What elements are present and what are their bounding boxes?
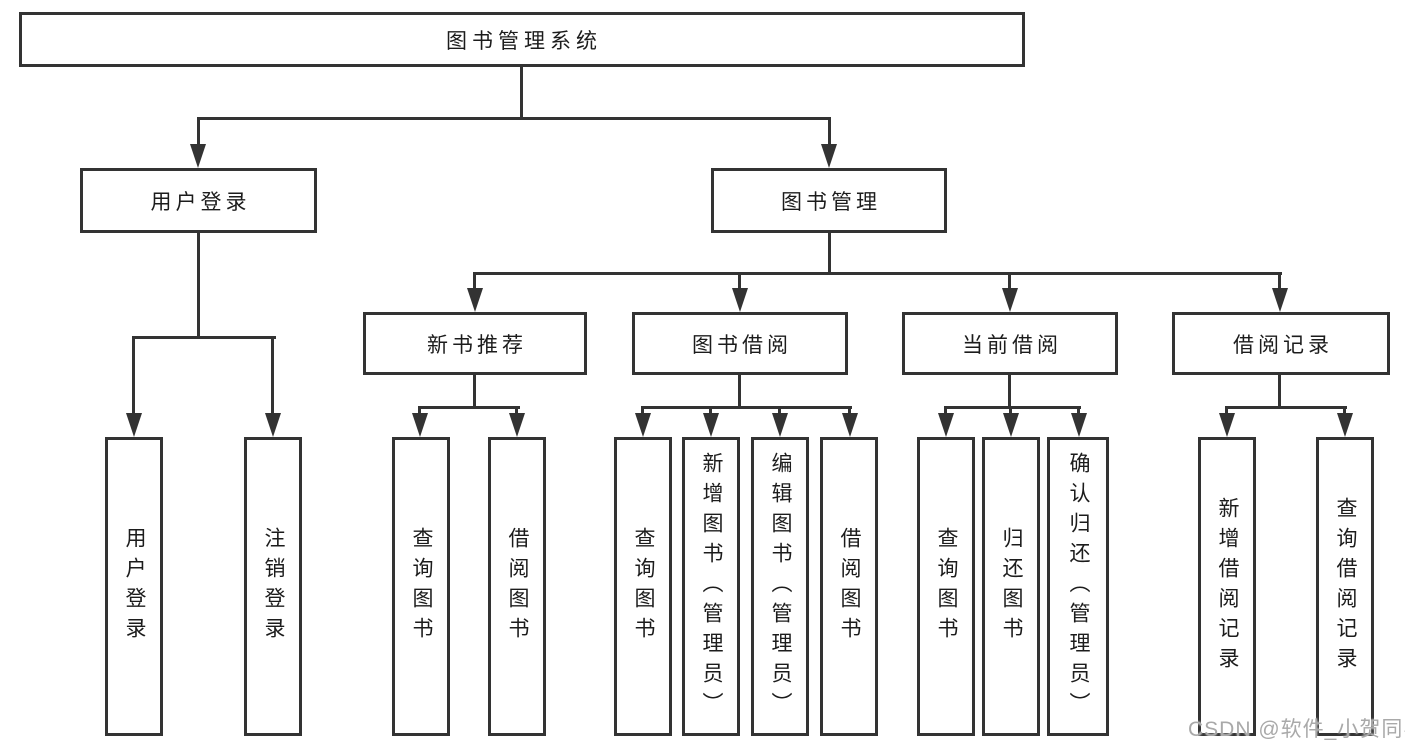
arrow-down-icon xyxy=(265,413,281,437)
connector-line xyxy=(1008,375,1011,409)
arrow-down-icon xyxy=(842,413,858,437)
connector-line xyxy=(473,272,476,291)
connector-line xyxy=(641,406,644,416)
arrow-down-icon xyxy=(703,413,719,437)
arrow-down-icon xyxy=(509,413,525,437)
node-new-book-recommend: 新书推荐 xyxy=(363,312,587,375)
arrow-down-icon xyxy=(1003,413,1019,437)
leaf-query-books-borrow: 查询图书 xyxy=(614,437,672,736)
arrow-down-icon xyxy=(821,144,837,168)
connector-line xyxy=(944,406,947,416)
leaf-user-login: 用户登录 xyxy=(105,437,163,736)
arrow-down-icon xyxy=(412,413,428,437)
connector-line xyxy=(738,272,741,291)
connector-line xyxy=(641,406,852,409)
arrow-down-icon xyxy=(467,288,483,312)
connector-line xyxy=(197,117,831,120)
leaf-edit-book-admin: 编辑图书（管理员） xyxy=(751,437,809,736)
connector-line xyxy=(1225,406,1347,409)
leaf-borrow-books: 借阅图书 xyxy=(820,437,878,736)
arrow-down-icon xyxy=(732,288,748,312)
connector-line xyxy=(1343,406,1346,416)
node-root: 图书管理系统 xyxy=(19,12,1025,67)
leaf-add-borrow-record: 新增借阅记录 xyxy=(1198,437,1256,736)
connector-line xyxy=(738,375,741,409)
connector-line xyxy=(778,406,781,416)
arrow-down-icon xyxy=(1272,288,1288,312)
connector-line xyxy=(418,406,421,416)
node-book-borrow: 图书借阅 xyxy=(632,312,848,375)
watermark: CSDN @软件_小贺同学 xyxy=(1188,718,1405,741)
connector-line xyxy=(197,117,200,147)
connector-line xyxy=(132,336,135,416)
connector-line xyxy=(944,406,1081,409)
leaf-query-borrow-record: 查询借阅记录 xyxy=(1316,437,1374,736)
leaf-confirm-return-admin: 确认归还（管理员） xyxy=(1047,437,1109,736)
connector-line xyxy=(520,67,523,119)
connector-line xyxy=(1278,375,1281,409)
arrow-down-icon xyxy=(772,413,788,437)
connector-line xyxy=(419,406,520,409)
connector-line xyxy=(515,406,518,416)
leaf-borrow-books-recommend: 借阅图书 xyxy=(488,437,546,736)
connector-line xyxy=(132,336,276,339)
connector-line xyxy=(197,233,200,338)
leaf-logout-login: 注销登录 xyxy=(244,437,302,736)
leaf-query-books-current: 查询图书 xyxy=(917,437,975,736)
connector-line xyxy=(473,375,476,409)
connector-line xyxy=(1009,406,1012,416)
node-user-login: 用户登录 xyxy=(80,168,317,233)
connector-line xyxy=(1008,272,1011,291)
arrow-down-icon xyxy=(938,413,954,437)
node-borrow-records: 借阅记录 xyxy=(1172,312,1390,375)
arrow-down-icon xyxy=(635,413,651,437)
leaf-add-book-admin: 新增图书（管理员） xyxy=(682,437,740,736)
arrow-down-icon xyxy=(190,144,206,168)
connector-line xyxy=(1225,406,1228,416)
connector-line xyxy=(848,406,851,416)
connector-line xyxy=(1278,272,1281,291)
arrow-down-icon xyxy=(1219,413,1235,437)
arrow-down-icon xyxy=(126,413,142,437)
arrow-down-icon xyxy=(1337,413,1353,437)
node-book-management: 图书管理 xyxy=(711,168,947,233)
leaf-query-books-recommend: 查询图书 xyxy=(392,437,450,736)
connector-line xyxy=(709,406,712,416)
connector-line xyxy=(271,336,274,416)
arrow-down-icon xyxy=(1002,288,1018,312)
connector-line xyxy=(828,233,831,275)
leaf-return-book: 归还图书 xyxy=(982,437,1040,736)
connector-line xyxy=(828,117,831,147)
node-current-borrow: 当前借阅 xyxy=(902,312,1118,375)
connector-line xyxy=(473,272,1282,275)
connector-line xyxy=(1077,406,1080,416)
arrow-down-icon xyxy=(1071,413,1087,437)
